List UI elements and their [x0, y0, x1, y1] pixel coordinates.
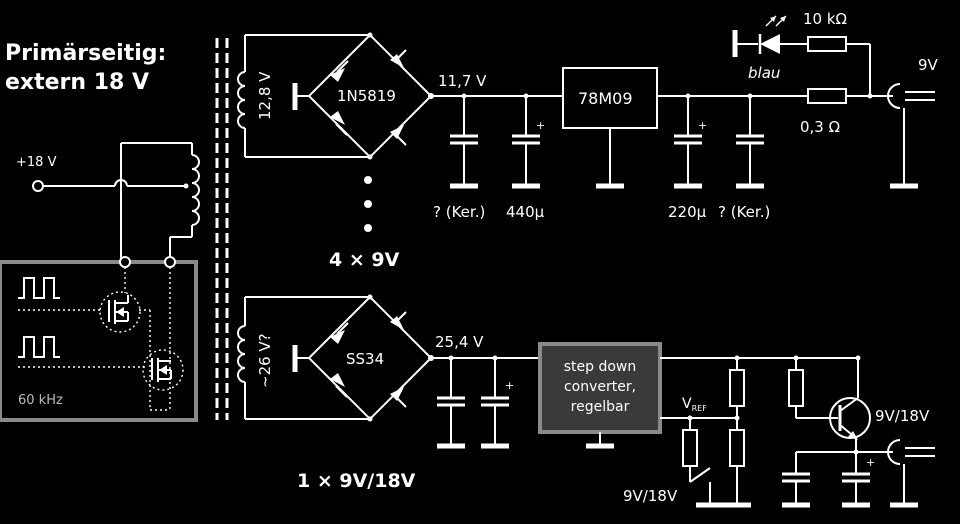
upper-output-label: 9V: [918, 56, 939, 74]
lower-output-label: 9V/18V: [875, 407, 930, 425]
upper-output-jack: [887, 83, 935, 189]
pulse-icon-2: [18, 336, 60, 358]
lower-cap-ceramic: [437, 358, 465, 449]
switched-resistor: [682, 429, 698, 467]
led-resistor: [807, 36, 847, 52]
input-voltage-label: +18 V: [16, 155, 57, 170]
upper-cap4-label: ? (Ker.): [718, 203, 770, 221]
converter-label-line1: step down: [564, 359, 637, 375]
lower-secondary-voltage: ~26 V?: [256, 333, 274, 388]
lower-count-label: 1 × 9V/18V: [297, 470, 416, 492]
continuation-dot-3: [364, 224, 372, 232]
svg-text:+: +: [698, 119, 707, 132]
upper-cap-electrolytic-2: +: [674, 96, 707, 189]
lower-rectifier-label: SS34: [346, 350, 384, 368]
series-resistor: [807, 88, 847, 104]
upper-cap-electrolytic-1: +: [512, 96, 545, 189]
primary-heading-line1: Primärseitig:: [5, 41, 166, 66]
upper-cap-ceramic-2: [736, 96, 764, 189]
continuation-dot-1: [364, 176, 372, 184]
range-switch: [689, 467, 711, 483]
lower-output-jack: [887, 439, 935, 508]
lower-rectified-voltage: 25,4 V: [435, 333, 484, 351]
upper-secondary-voltage: 12,8 V: [256, 71, 274, 120]
mosfet-2: [142, 349, 184, 391]
upper-secondary-winding: [237, 34, 370, 158]
lower-secondary-winding: [237, 296, 370, 420]
led-color-label: blau: [748, 64, 780, 82]
upper-rectifier-label: 1N5819: [337, 87, 396, 105]
converter-label-line2: converter,: [564, 379, 636, 395]
divider-resistor-top: [729, 369, 745, 407]
series-resistor-label: 0,3 Ω: [800, 118, 840, 136]
upper-count-label: 4 × 9V: [329, 249, 400, 271]
svg-text:+: +: [505, 379, 514, 392]
primary-wiring: [32, 142, 200, 262]
lower-cap-electrolytic: +: [481, 358, 514, 449]
pass-transistor: [829, 358, 871, 440]
upper-cap2-label: 440µ: [506, 203, 545, 221]
continuation-dot-2: [364, 200, 372, 208]
status-led: [732, 15, 808, 57]
frequency-label: 60 kHz: [18, 393, 63, 408]
output-cap-ceramic: [782, 452, 810, 508]
converter-label-line3: regelbar: [571, 399, 630, 415]
primary-winding: [191, 154, 200, 226]
led-resistor-label: 10 kΩ: [803, 10, 847, 28]
regulator-label: 78M09: [578, 89, 633, 108]
pulse-icon-1: [18, 277, 60, 299]
upper-rectified-voltage: 11,7 V: [438, 72, 487, 90]
switch-label: 9V/18V: [623, 487, 678, 505]
lower-bridge-rectifier: [307, 294, 434, 422]
vref-label: VREF: [682, 396, 707, 413]
input-terminal: [32, 180, 44, 192]
svg-text:+: +: [866, 456, 875, 469]
svg-text:+: +: [536, 119, 545, 132]
base-resistor: [788, 369, 804, 407]
upper-cap1-label: ? (Ker.): [433, 203, 485, 221]
upper-cap-ceramic-1: [450, 96, 478, 189]
primary-heading-line2: extern 18 V: [5, 70, 149, 95]
upper-cap3-label: 220µ: [668, 203, 707, 221]
primary-switch-box: [0, 260, 198, 422]
output-cap-electrolytic: +: [842, 452, 875, 508]
mosfet-1: [99, 291, 141, 333]
divider-resistor-bottom: [729, 429, 745, 467]
